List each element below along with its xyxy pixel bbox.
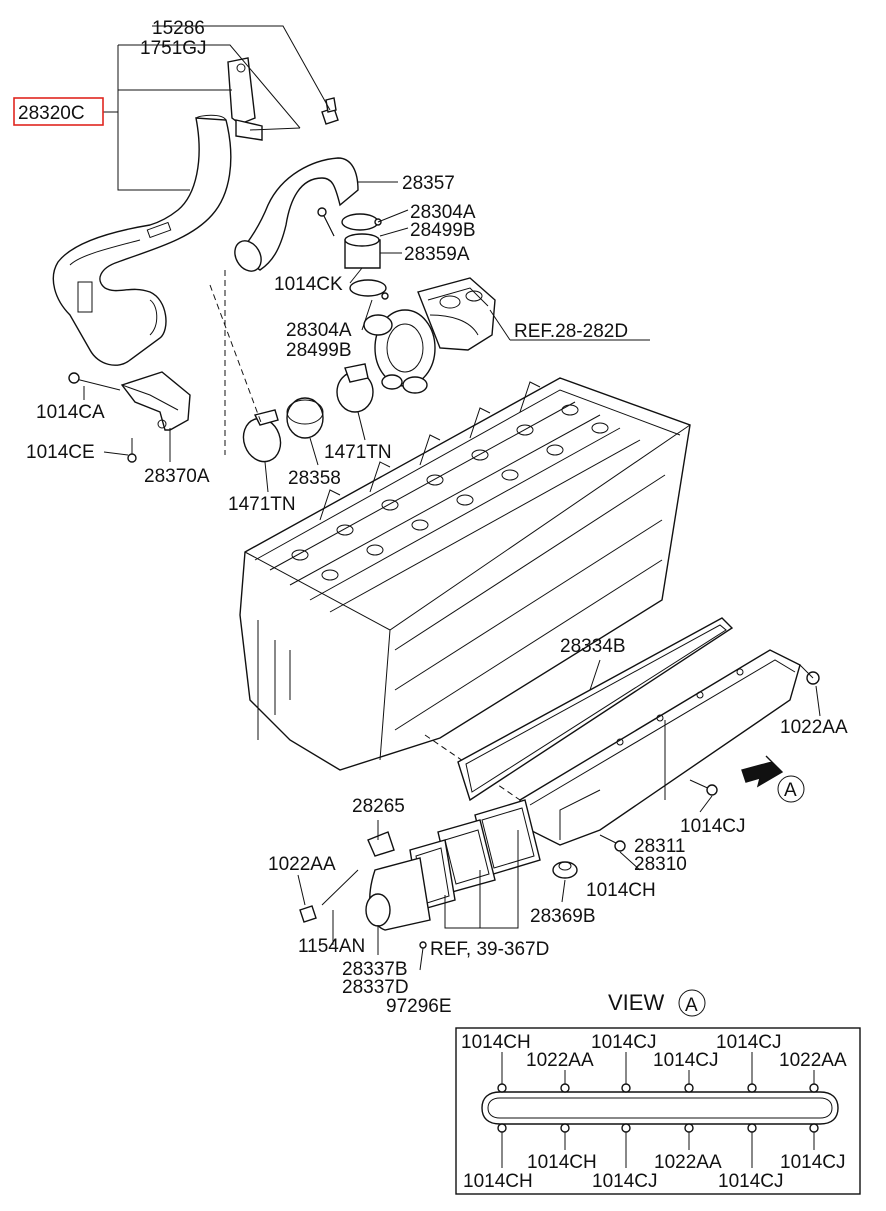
label-28369B: 28369B <box>530 906 596 927</box>
label-28320C[interactable]: 28320C <box>18 103 85 124</box>
label-28310: 28310 <box>634 854 687 875</box>
turbocharger-drawing <box>363 277 496 394</box>
label-1014CE: 1014CE <box>26 442 95 463</box>
label-1022AA-left: 1022AA <box>268 854 336 875</box>
view-a-flange <box>481 1091 839 1125</box>
label-28311: 28311 <box>634 836 685 857</box>
view-a-title-marker: A <box>685 995 698 1016</box>
view-a-bottom-label-1: 1014CH <box>463 1171 533 1192</box>
view-a-title-circle <box>678 989 706 1017</box>
label-28357: 28357 <box>402 173 455 194</box>
label-28337D: 28337D <box>342 977 409 998</box>
view-a-top-label-3: 1014CJ <box>591 1032 657 1053</box>
leader-lines <box>83 25 821 971</box>
label-28337B: 28337B <box>342 959 408 980</box>
label-28304A-low: 28304A <box>286 320 352 341</box>
label-1014CA: 1014CA <box>36 402 105 423</box>
label-97296E: 97296E <box>386 996 452 1017</box>
view-a-top-label-2: 1022AA <box>526 1050 594 1071</box>
view-a-bottom-label-6: 1014CJ <box>780 1152 846 1173</box>
label-28358: 28358 <box>288 468 341 489</box>
label-1014CH-mid: 1014CH <box>586 880 656 901</box>
view-a-marker-letter: A <box>784 780 797 801</box>
label-28265: 28265 <box>352 796 405 817</box>
label-1154AN: 1154AN <box>298 936 365 957</box>
intake-manifold-drawing <box>299 617 820 949</box>
label-15286: 15286 <box>152 18 205 39</box>
part-labels: 15286 1751GJ 28320C 28357 28304A 28499B … <box>13 18 848 1017</box>
label-1014CJ-mid: 1014CJ <box>680 816 746 837</box>
view-a-title: VIEW <box>608 990 664 1015</box>
label-28334B: 28334B <box>560 636 626 657</box>
bracket-and-clamps-drawing <box>68 363 374 463</box>
highlight-box-28320C <box>13 97 104 126</box>
label-28499B-low: 28499B <box>286 340 352 361</box>
view-a-bottom-label-3: 1014CJ <box>592 1171 658 1192</box>
view-a-bottom-label-4: 1022AA <box>654 1152 722 1173</box>
view-a-circle-marker <box>777 775 805 803</box>
view-a-frame <box>455 1027 861 1195</box>
label-28499B-top: 28499B <box>410 220 476 241</box>
air-intake-pipe-drawing <box>52 57 389 366</box>
label-1471TN-right: 1471TN <box>324 442 392 463</box>
view-a-inset: VIEW A 1014CH 1022 <box>455 989 861 1195</box>
cylinder-head-drawing <box>209 270 691 801</box>
label-28370A: 28370A <box>144 466 210 487</box>
view-a-top-label-6: 1022AA <box>779 1050 847 1071</box>
ref-28-282D: REF.28-282D <box>514 321 628 342</box>
view-a-top-label-1: 1014CH <box>461 1032 531 1053</box>
label-1022AA-right: 1022AA <box>780 717 848 738</box>
view-a-top-label-4: 1014CJ <box>653 1050 719 1071</box>
view-a-bottom-label-2: 1014CH <box>527 1152 597 1173</box>
label-1471TN-left: 1471TN <box>228 494 296 515</box>
label-1014CK: 1014CK <box>274 274 343 295</box>
ref-39-367D: REF, 39-367D <box>430 939 549 960</box>
label-28304A-top: 28304A <box>410 202 476 223</box>
view-a-bottom-label-5: 1014CJ <box>718 1171 784 1192</box>
label-1751GJ: 1751GJ <box>140 38 207 59</box>
view-a-top-label-5: 1014CJ <box>716 1032 782 1053</box>
label-28359A: 28359A <box>404 244 470 265</box>
